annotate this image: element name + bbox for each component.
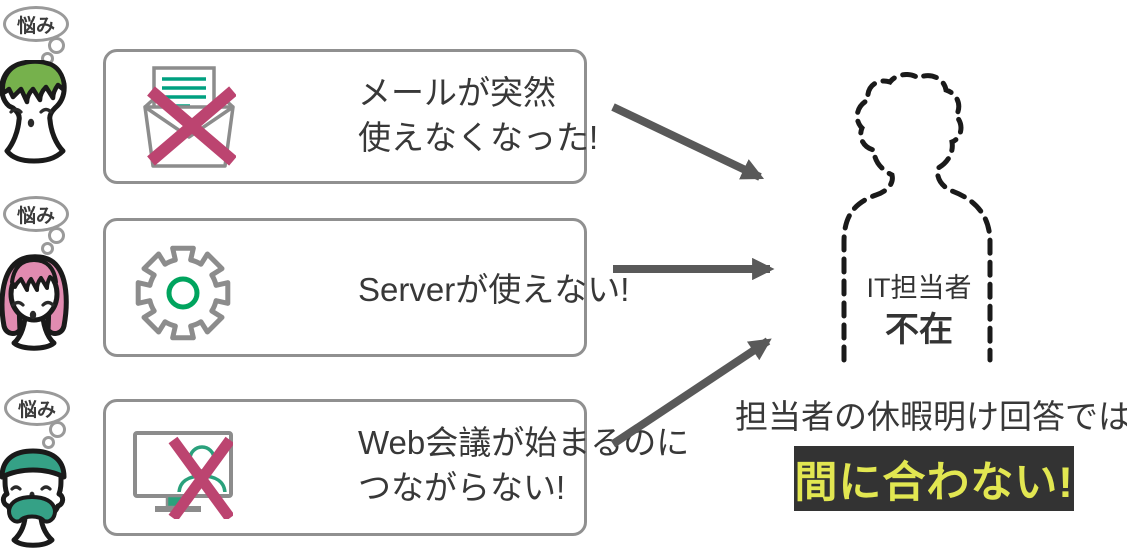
arrows-to-it-person (610, 103, 775, 448)
bubble-dot-icon (41, 242, 54, 255)
thought-bubble-1: 悩み (3, 6, 73, 68)
it-person-role-label: IT担当者 (866, 273, 972, 303)
thought-bubble-ellipse: 悩み (3, 196, 69, 232)
thought-bubble-label: 悩み (16, 15, 55, 37)
it-person-silhouette-icon (841, 72, 993, 363)
bubble-dot-icon (48, 37, 65, 54)
complaint-text: メールが突然 使えなくなった! (358, 70, 598, 160)
complaint-line: メールが突然 (358, 74, 556, 111)
complaint-line: 使えなくなった! (358, 119, 599, 156)
thought-bubble-label: 悩み (17, 399, 56, 421)
pink-hair-person-avatar-icon (0, 254, 69, 351)
bubble-dot-icon (49, 421, 66, 438)
complaint-text: Serverが使えない! (358, 267, 629, 312)
teal-cap-person-avatar-icon (0, 448, 67, 548)
thought-bubble-3: 悩み (4, 390, 74, 452)
arrow-3-icon (610, 337, 772, 448)
complaint-card-web-meeting: Web会議が始まるのに つながらない! (103, 399, 689, 536)
complaint-line: Serverが使えない! (358, 271, 630, 308)
thought-bubble-ellipse: 悩み (4, 390, 70, 426)
thought-bubble-ellipse: 悩み (3, 6, 69, 42)
bubble-dot-icon (42, 436, 55, 449)
web-meeting-error-icon (133, 431, 233, 519)
conclusion-caption: 担当者の休暇明け回答では (735, 398, 1127, 435)
thought-bubble-label: 悩み (16, 205, 55, 227)
arrow-1-icon (611, 103, 765, 181)
green-hair-person-avatar-icon (0, 60, 67, 164)
thought-bubble-2: 悩み (3, 196, 73, 258)
conclusion-highlight-text: 間に合わない! (794, 458, 1074, 507)
bubble-dot-icon (48, 227, 65, 244)
conclusion-highlight-box: 間に合わない! (794, 446, 1074, 511)
complaint-card-server: Serverが使えない! (103, 218, 629, 357)
server-gear-icon (135, 245, 231, 341)
it-person-status-label: 不在 (885, 311, 953, 349)
complaint-card-mail: メールが突然 使えなくなった! (103, 49, 598, 184)
complaint-line: つながらない! (358, 469, 566, 506)
mail-error-icon (143, 66, 236, 168)
